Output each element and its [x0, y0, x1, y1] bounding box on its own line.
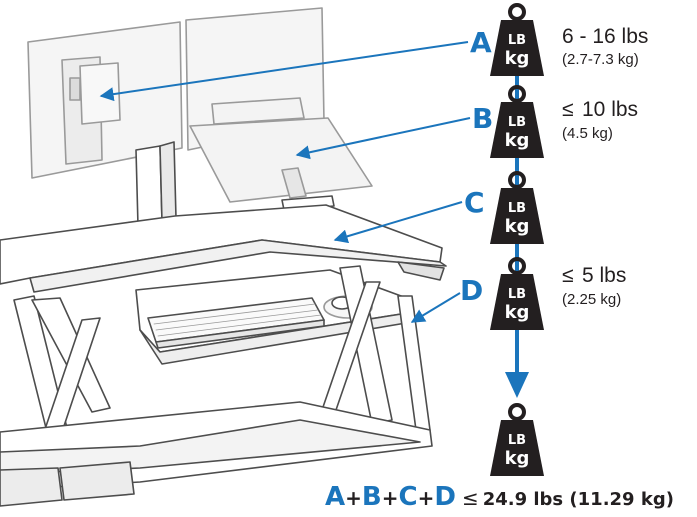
sub-label-d: (2.25 kg) — [562, 291, 621, 308]
sub-label-b: (4.5 kg) — [562, 125, 613, 142]
weight-unit-kg: kg — [505, 448, 530, 469]
weight-body — [490, 420, 544, 476]
callout-letters: A B C D — [460, 26, 493, 307]
label-d: 5 lbs — [582, 264, 626, 287]
callout-arrow-a — [99, 41, 469, 102]
monitor-post — [135, 141, 177, 227]
letter-d: D — [460, 274, 483, 307]
letter-c: C — [464, 186, 485, 219]
formula-letter-b: B — [362, 482, 382, 512]
weight-unit-kg: kg — [505, 216, 530, 237]
sub-label-a: (2.7-7.3 kg) — [562, 51, 639, 68]
weight-handle — [508, 85, 526, 103]
desk-base — [0, 401, 433, 507]
total-formula: A+B+C+D≤24.9 lbs (11.29 kg) — [325, 482, 674, 512]
weight-handle — [508, 257, 526, 275]
weight-unit-kg: kg — [505, 302, 530, 323]
formula-plus-3: + — [418, 486, 435, 510]
le-symbol-b: ≤ — [562, 98, 574, 121]
lift-mechanism — [13, 265, 431, 453]
keyboard — [147, 297, 325, 349]
formula-le-symbol: ≤ — [462, 486, 479, 510]
weight-unit-lb: LB — [508, 33, 526, 48]
le-symbol-d: ≤ — [562, 264, 574, 287]
callout-arrow-c — [333, 201, 463, 244]
label-b: 10 lbs — [582, 98, 638, 121]
weight-body — [490, 20, 544, 76]
weight-handle — [508, 403, 526, 421]
weight-body — [490, 274, 544, 330]
standing-desk-illustration — [0, 7, 447, 507]
label-a: 6 - 16 lbs — [562, 25, 648, 48]
weight-unit-lb: LB — [508, 287, 526, 302]
formula-plus-1: + — [345, 486, 362, 510]
weight-unit-kg: kg — [505, 130, 530, 151]
formula-plus-2: + — [382, 486, 399, 510]
formula-letter-d: D — [434, 482, 456, 512]
weight-unit-lb: LB — [508, 115, 526, 130]
callout-arrow-b — [295, 117, 471, 160]
desk-top-surface — [0, 204, 447, 293]
callout-arrows — [99, 41, 471, 323]
down-arrow-icon — [505, 372, 529, 398]
tablet-holder — [189, 97, 373, 211]
formula-letter-a: A — [325, 482, 345, 512]
callout-arrow-d — [410, 292, 461, 323]
formula-total: 24.9 lbs (11.29 kg) — [483, 489, 674, 510]
letter-b: B — [472, 102, 493, 135]
weight-labels: 6 - 16 lbs (2.7-7.3 kg) ≤ 10 lbs (4.5 kg… — [562, 25, 648, 308]
weight-body — [490, 188, 544, 244]
letter-a: A — [470, 26, 492, 59]
formula-letter-c: C — [398, 482, 417, 512]
svg-text:A+B+C+D≤24.9 lbs (11.29 kg): A+B+C+D≤24.9 lbs (11.29 kg) — [325, 482, 674, 512]
weight-unit-kg: kg — [505, 48, 530, 69]
weight-handle — [508, 3, 526, 21]
weight-unit-lb: LB — [508, 433, 526, 448]
weight-unit-lb: LB — [508, 201, 526, 216]
weight-handle — [508, 171, 526, 189]
weight-body — [490, 102, 544, 158]
